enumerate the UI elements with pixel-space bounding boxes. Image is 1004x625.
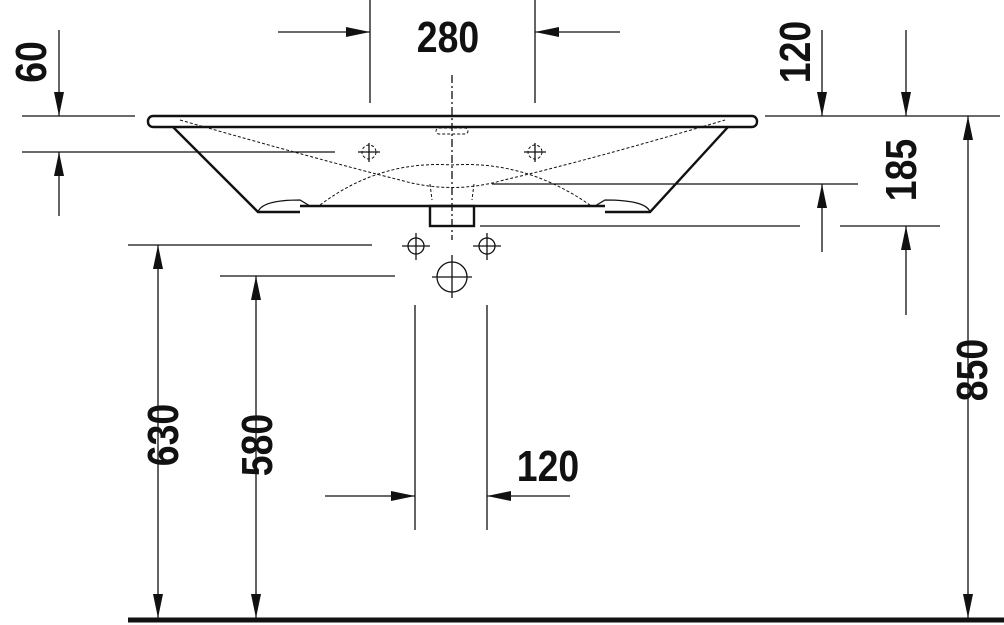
washbasin xyxy=(146,75,759,240)
dim-280: 280 xyxy=(417,12,479,62)
dim-580: 580 xyxy=(232,414,282,476)
dimension-lines xyxy=(22,0,1004,623)
dim-60: 60 xyxy=(6,41,56,83)
dim-630: 630 xyxy=(138,404,188,466)
dim-185: 185 xyxy=(876,139,926,201)
dim-120-top: 120 xyxy=(770,21,820,83)
dim-120-bottom: 120 xyxy=(517,441,579,491)
wall-connections xyxy=(402,233,501,298)
dim-850: 850 xyxy=(947,339,997,401)
